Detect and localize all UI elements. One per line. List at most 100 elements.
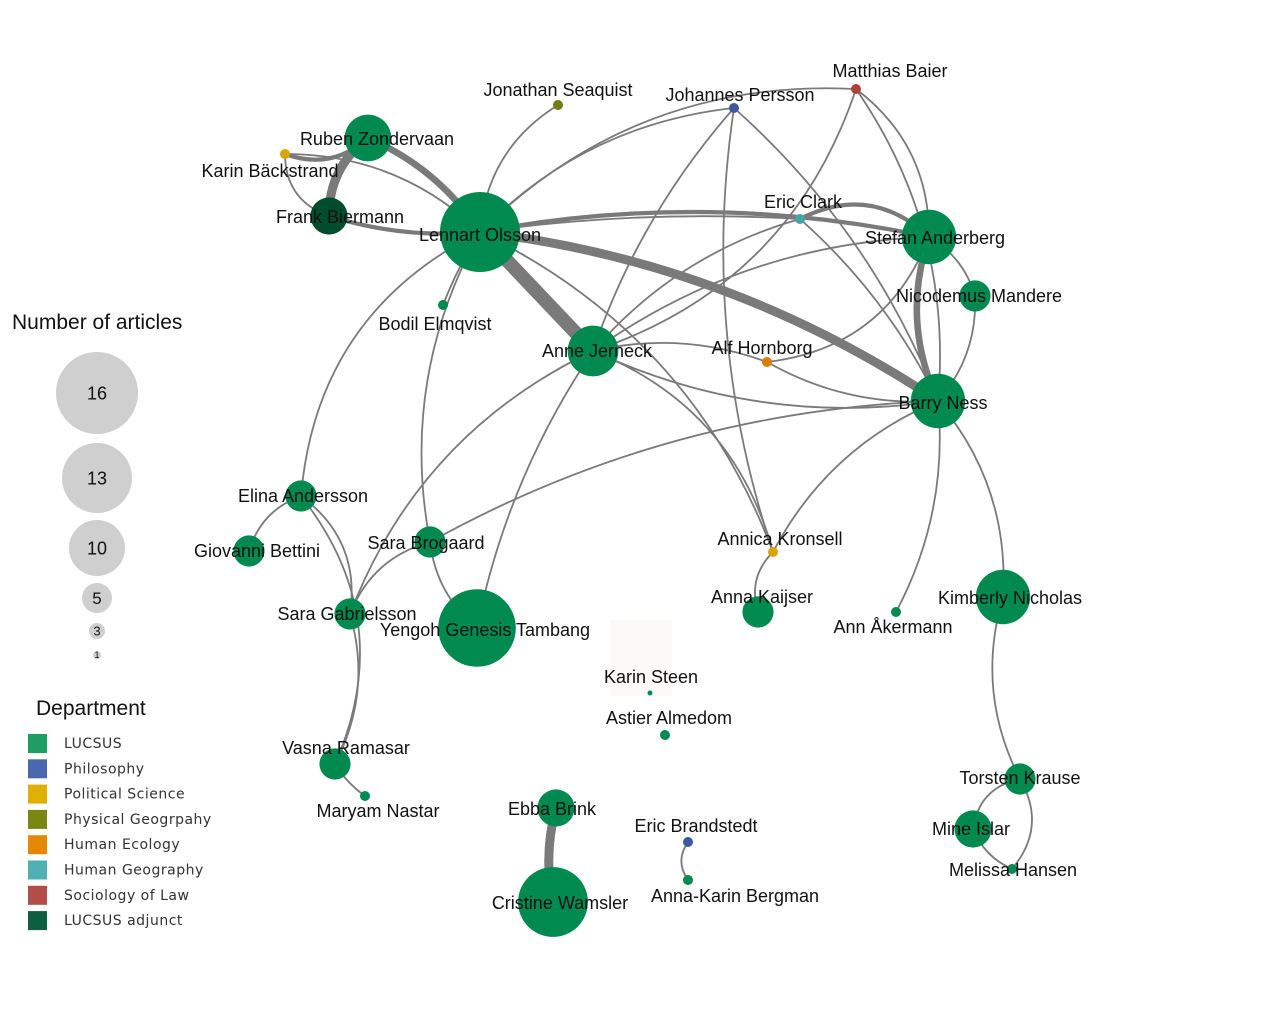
- node-label-baier: Matthias Baier: [832, 61, 947, 81]
- size-legend-circle-10: [69, 520, 125, 576]
- node-label-backstrand: Karin Bäckstrand: [201, 161, 338, 181]
- node-nastar[interactable]: [360, 791, 370, 801]
- department-label-3: Physical Geogrpahy: [64, 812, 212, 828]
- node-label-mandere: Nicodemus Mandere: [896, 286, 1062, 306]
- node-label-jerneck: Anne Jerneck: [542, 341, 653, 361]
- size-legend-label-10: 10: [87, 538, 107, 558]
- edge-baier-jerneck: [592, 88, 857, 352]
- node-ness[interactable]: [910, 373, 966, 429]
- edge-olsson-baier: [479, 87, 857, 233]
- node-mandere[interactable]: [959, 280, 991, 312]
- node-label-kronsell: Annica Kronsell: [717, 529, 842, 549]
- node-nicholas[interactable]: [975, 569, 1031, 625]
- node-akermann[interactable]: [891, 607, 901, 617]
- department-label-2: Political Science: [64, 787, 185, 803]
- node-label-ness: Barry Ness: [898, 393, 987, 413]
- size-legend-title: Number of articles: [12, 311, 182, 334]
- node-bergman[interactable]: [683, 875, 693, 885]
- edge-jerneck-tambang: [476, 350, 594, 629]
- node-elmqvist[interactable]: [438, 300, 448, 310]
- node-jerneck[interactable]: [567, 325, 619, 377]
- node-zondervaan[interactable]: [344, 114, 392, 162]
- edge-jerneck-gabrielsson: [349, 350, 594, 615]
- node-label-steen: Karin Steen: [604, 667, 698, 687]
- edge-andersson-gabrielsson: [300, 495, 353, 615]
- size-legend-circle-16: [56, 352, 138, 434]
- node-backstrand[interactable]: [280, 149, 290, 159]
- department-swatch-3: [28, 809, 47, 829]
- node-label-almedom: Astier Almedom: [606, 708, 732, 728]
- edge-ness-clark: [799, 218, 939, 402]
- size-legend-label-16: 16: [87, 383, 107, 403]
- node-label-zondervaan: Ruben Zondervaan: [300, 129, 454, 149]
- department-legend-title: Department: [36, 697, 146, 720]
- node-krause[interactable]: [1004, 763, 1036, 795]
- node-biermann[interactable]: [310, 197, 348, 235]
- node-almedom[interactable]: [660, 730, 670, 740]
- node-baier[interactable]: [851, 84, 861, 94]
- department-swatch-6: [28, 885, 47, 905]
- node-olsson[interactable]: [440, 192, 520, 272]
- node-brandstedt[interactable]: [683, 837, 693, 847]
- node-brink[interactable]: [537, 789, 575, 827]
- node-label-hornborg: Alf Hornborg: [711, 338, 812, 358]
- node-seaquist[interactable]: [553, 100, 563, 110]
- node-tambang[interactable]: [438, 589, 516, 667]
- node-andersson[interactable]: [285, 480, 317, 512]
- node-ramasar[interactable]: [319, 748, 351, 780]
- node-label-elmqvist: Bodil Elmqvist: [378, 314, 491, 334]
- edge-anderberg-hornborg: [766, 236, 930, 363]
- node-steen[interactable]: [647, 690, 653, 696]
- node-label-brink: Ebba Brink: [508, 799, 597, 819]
- node-label-wamsler: Cristine Wamsler: [492, 893, 628, 913]
- edge-anderberg-jerneck: [592, 236, 930, 352]
- department-swatch-4: [28, 835, 47, 855]
- department-swatch-5: [28, 860, 47, 880]
- edge-jerneck-clark: [592, 218, 801, 352]
- node-label-seaquist: Jonathan Seaquist: [483, 80, 632, 100]
- node-anderberg[interactable]: [901, 209, 957, 265]
- node-hansen[interactable]: [1007, 864, 1017, 874]
- node-kaijser[interactable]: [742, 596, 774, 628]
- node-label-gabrielsson: Sara Gabrielsson: [277, 604, 416, 624]
- node-persson[interactable]: [729, 103, 739, 113]
- node-islar[interactable]: [954, 810, 992, 848]
- edge-ness-persson: [733, 107, 939, 402]
- node-label-brogaard: Sara Brogaard: [367, 533, 484, 553]
- node-bettini[interactable]: [233, 535, 265, 567]
- department-label-5: Human Geography: [64, 863, 204, 879]
- size-legend-circle-1: [93, 651, 101, 659]
- edge-olsson-kronsell: [479, 231, 774, 553]
- edge-olsson-andersson: [300, 231, 481, 497]
- department-label-7: LUCSUS adjunct: [64, 913, 183, 929]
- edge-ness-jerneck: [592, 350, 939, 409]
- edge-olsson-brogaard: [420, 231, 481, 543]
- edge-ness-kronsell: [772, 400, 939, 553]
- edge-ness-brogaard: [429, 400, 939, 543]
- node-gabrielsson[interactable]: [334, 598, 366, 630]
- department-swatch-2: [28, 784, 47, 804]
- edge-gabrielsson-ramasar: [334, 613, 360, 765]
- node-wamsler[interactable]: [518, 867, 588, 937]
- edge-jerneck-persson: [592, 107, 735, 352]
- size-legend-label-5: 5: [92, 589, 101, 608]
- edge-olsson-clark: [479, 215, 801, 233]
- node-label-bergman: Anna-Karin Bergman: [651, 886, 819, 906]
- node-label-biermann: Frank Biermann: [276, 207, 404, 227]
- node-brogaard[interactable]: [414, 526, 446, 558]
- department-label-4: Human Ecology: [64, 837, 180, 853]
- size-legend-circle-13: [62, 443, 132, 513]
- nodes-layer: [233, 84, 1036, 937]
- node-label-olsson: Lennart Olsson: [419, 225, 541, 245]
- node-label-nastar: Maryam Nastar: [316, 801, 439, 821]
- node-label-islar: Mine Islar: [932, 819, 1010, 839]
- node-hornborg[interactable]: [762, 357, 772, 367]
- node-kronsell[interactable]: [768, 547, 778, 557]
- node-clark[interactable]: [795, 214, 805, 224]
